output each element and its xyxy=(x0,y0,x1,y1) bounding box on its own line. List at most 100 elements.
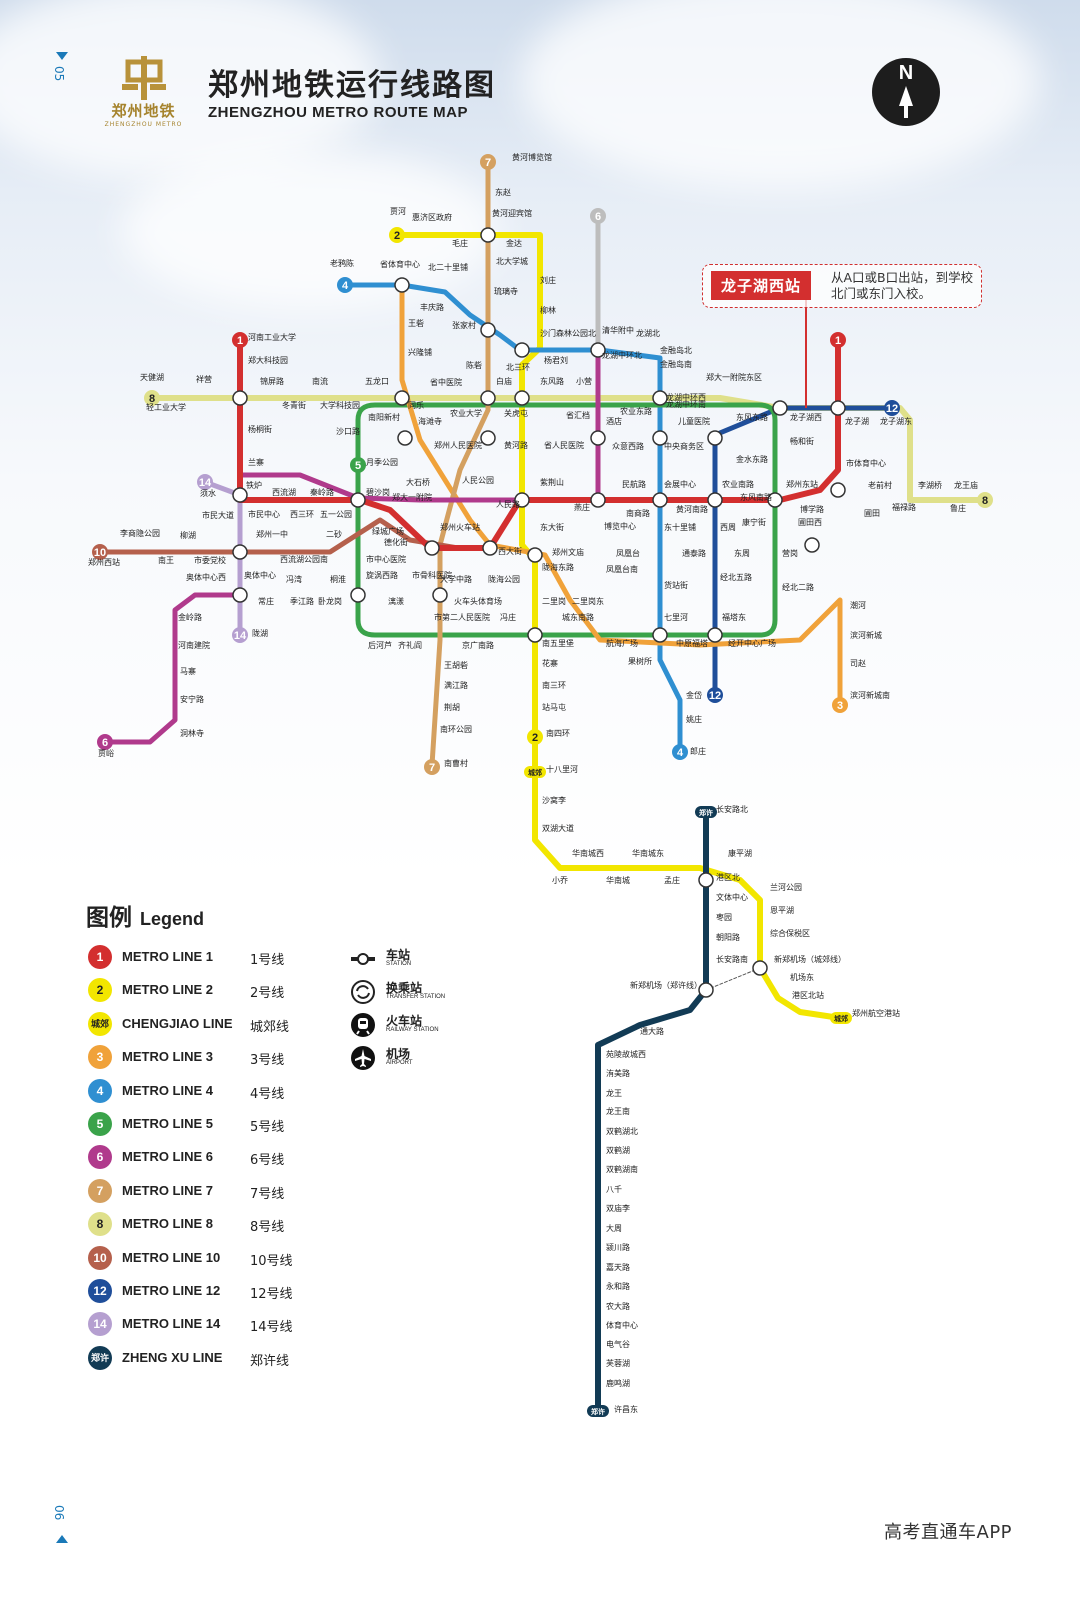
station-label[interactable]: 黄河博览馆 xyxy=(512,152,552,162)
station-label[interactable]: 轻工业大学 xyxy=(146,402,186,412)
station-label[interactable]: 黄河迎宾馆 xyxy=(492,208,532,218)
station-label[interactable]: 森林公园北 xyxy=(556,328,596,338)
station-label[interactable]: 东十里铺 xyxy=(664,522,696,532)
station-label[interactable]: 枣园 xyxy=(716,912,732,922)
station-label[interactable]: 柳林 xyxy=(540,305,556,315)
station-label[interactable]: 经开中心广场 xyxy=(728,638,776,648)
station-label[interactable]: 潮河 xyxy=(850,600,866,610)
station-label[interactable]: 沙门 xyxy=(540,328,556,338)
station-label[interactable]: 孟庄 xyxy=(664,875,680,885)
station-label[interactable]: 市委党校 xyxy=(194,555,226,565)
station-label[interactable]: 福塔东 xyxy=(722,612,746,622)
station-label[interactable]: 市骨科医院 xyxy=(412,570,452,580)
station-label[interactable]: 陇海东路 xyxy=(542,562,574,572)
station-label[interactable]: 龙王南 xyxy=(606,1106,630,1116)
station-label[interactable]: 大学中路 xyxy=(440,574,472,584)
station-label[interactable]: 兰河公园 xyxy=(770,882,802,892)
station-label[interactable]: 南王 xyxy=(158,555,174,565)
station-label[interactable]: 八千 xyxy=(606,1184,622,1194)
station-label[interactable]: 南三环 xyxy=(542,680,566,690)
station-label[interactable]: 季江路 xyxy=(290,596,314,606)
station-label[interactable]: 郑州航空港站 xyxy=(852,1008,900,1018)
station-label[interactable]: 华南城东 xyxy=(632,848,664,858)
station-label[interactable]: 黄河南路 xyxy=(676,504,708,514)
station-label[interactable]: 小乔 xyxy=(552,875,568,885)
station-label[interactable]: 果树所 xyxy=(628,656,652,666)
station-label[interactable]: 同乐 xyxy=(408,400,424,410)
station-label[interactable]: 西三环 xyxy=(290,510,314,519)
station-label[interactable]: 东风东路 xyxy=(736,412,768,422)
station-label[interactable]: 丰庆路 xyxy=(420,302,444,312)
station-label[interactable]: 奥体中心 xyxy=(244,570,276,580)
station-label[interactable]: 杨君刘 xyxy=(544,355,568,365)
station-label[interactable]: 苑陵故城西 xyxy=(606,1049,646,1059)
station-label[interactable]: 机场东 xyxy=(790,972,814,982)
station-label[interactable]: 郑州人民医院 xyxy=(434,440,482,450)
station-label[interactable]: 郑大科技园 xyxy=(248,355,288,365)
station-label[interactable]: 康平湖 xyxy=(728,848,752,858)
station-label[interactable]: 双庙李 xyxy=(606,1203,630,1213)
station-label[interactable]: 大学科技园 xyxy=(320,400,360,410)
station-label[interactable]: 东赵 xyxy=(495,187,511,197)
station-label[interactable]: 人民公园 xyxy=(462,476,494,485)
station-label[interactable]: 华南城西 xyxy=(572,848,604,858)
station-label[interactable]: 东周 xyxy=(734,548,750,558)
station-label[interactable]: 冬青街 xyxy=(282,400,306,410)
station-label[interactable]: 锦屏路 xyxy=(260,376,284,386)
station-label[interactable]: 陇湖 xyxy=(252,628,268,638)
station-label[interactable]: 龙王 xyxy=(606,1088,622,1098)
station-label[interactable]: 黄河路 xyxy=(504,440,528,450)
station-label[interactable]: 李湖桥 xyxy=(918,480,942,490)
station-label[interactable]: 后河芦 xyxy=(368,640,392,650)
station-label[interactable]: 常庄 xyxy=(258,596,274,606)
station-label[interactable]: 紫荆山 xyxy=(540,477,564,487)
station-label[interactable]: 绿城广场 xyxy=(372,526,404,536)
station-label[interactable]: 恩平湖 xyxy=(770,906,794,915)
station-label[interactable]: 酒店 xyxy=(606,416,622,426)
station-label[interactable]: 东风南路 xyxy=(740,492,772,502)
station-label[interactable]: 通大路 xyxy=(640,1026,664,1036)
station-label[interactable]: 电气谷 xyxy=(606,1339,630,1349)
station-label[interactable]: 荆胡 xyxy=(444,702,460,712)
station-label[interactable]: 长安路北 xyxy=(716,804,748,814)
station-label[interactable]: 河南工业大学 xyxy=(248,332,296,342)
station-label[interactable]: 花寨 xyxy=(542,658,558,668)
station-label[interactable]: 圃田西 xyxy=(798,518,822,527)
station-label[interactable]: 北大学城 xyxy=(496,256,528,266)
station-label[interactable]: 西大街 xyxy=(498,546,522,556)
station-label[interactable]: 城东南路 xyxy=(562,612,594,622)
station-label[interactable]: 西流湖 xyxy=(272,487,296,497)
station-label[interactable]: 农业大学 xyxy=(450,408,482,418)
station-label[interactable]: 西流湖公园南 xyxy=(280,554,328,564)
station-label[interactable]: 龙湖中环北 xyxy=(602,350,642,360)
station-label[interactable]: 二里岗 xyxy=(542,597,566,606)
station-label[interactable]: 省汇档 xyxy=(566,410,590,420)
station-label[interactable]: 长安路南 xyxy=(716,954,748,964)
station-label[interactable]: 省体育中心 xyxy=(380,259,420,269)
station-label[interactable]: 滨河新城南 xyxy=(850,690,890,700)
station-label[interactable]: 滨河新城 xyxy=(850,630,882,640)
station-label[interactable]: 经北二路 xyxy=(782,582,814,592)
station-label[interactable]: 市体育中心 xyxy=(846,458,886,468)
station-label[interactable]: 须水 xyxy=(200,488,216,498)
station-label[interactable]: 小营 xyxy=(576,376,592,386)
station-label[interactable]: 沙口路 xyxy=(336,426,360,436)
station-label[interactable]: 朝阳路 xyxy=(716,932,740,942)
station-label[interactable]: 民航路 xyxy=(622,479,646,489)
station-label[interactable]: 毛庄 xyxy=(452,238,468,248)
station-label[interactable]: 凤凰台 xyxy=(616,548,640,558)
station-label[interactable]: 关虎屯 xyxy=(504,408,528,418)
station-label[interactable]: 金岱 xyxy=(686,690,702,700)
station-label[interactable]: 大石桥 xyxy=(406,477,430,487)
station-label[interactable]: 龙子湖 xyxy=(845,416,869,426)
station-label[interactable]: 火车头体育场 xyxy=(454,596,502,606)
station-label[interactable]: 芙蓉湖 xyxy=(606,1358,630,1368)
station-label[interactable]: 新郑机场（郑许线） xyxy=(630,980,702,990)
station-label[interactable]: 新郑机场（城郊线） xyxy=(774,954,846,964)
station-label[interactable]: 体育中心 xyxy=(606,1320,638,1330)
station-label[interactable]: 白庙 xyxy=(496,376,512,386)
station-label[interactable]: 秦岭路 xyxy=(310,487,334,497)
station-label[interactable]: 海滩寺 xyxy=(418,416,442,426)
station-label[interactable]: 金水东路 xyxy=(736,454,768,464)
station-label[interactable]: 省人民医院 xyxy=(544,440,584,450)
